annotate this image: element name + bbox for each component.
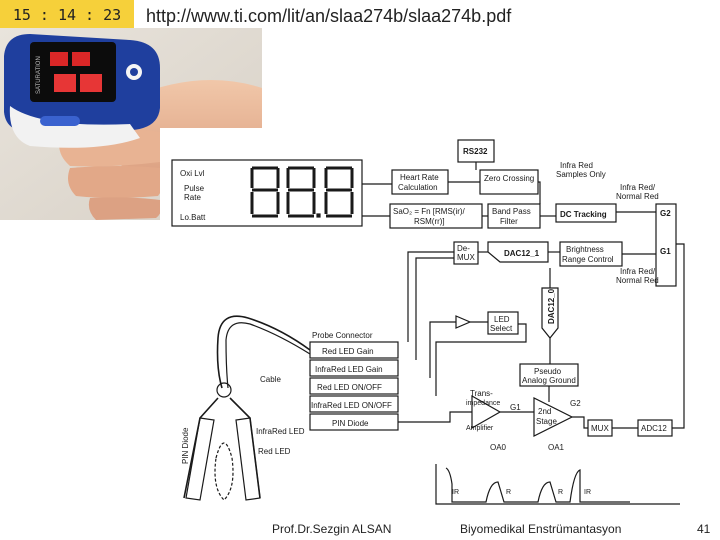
pulse-oximeter-photo: SATURATION <box>0 28 262 220</box>
red-led-onoff-label: Red LED ON/OFF <box>317 383 382 392</box>
led-select-block <box>487 311 519 335</box>
display-ox-lvl: Oxi Lvl <box>180 169 205 178</box>
pseudo-label-2: Analog Ground <box>522 376 576 385</box>
wave-ir-1: IR <box>452 489 459 496</box>
dc-tracking-label: DC Tracking <box>560 210 607 219</box>
device-label: SATURATION <box>36 56 42 94</box>
tia-label-3: Amplifier <box>466 425 494 432</box>
wave-r-1: R <box>506 489 511 496</box>
pin-diode-label: PIN Diode <box>332 419 369 428</box>
led-select-label-2: Select <box>490 324 513 333</box>
source-url[interactable]: http://www.ti.com/lit/an/slaa274b/slaa27… <box>146 6 512 26</box>
sao2-label-2: RSM(rr)] <box>414 217 445 226</box>
infrared-led-label: InfraRed LED <box>256 427 305 436</box>
footer-page-number: 41 <box>697 522 711 536</box>
pulse-oximeter-block-diagram: Oxi Lvl Pulse Rate Lo.Batt RS232 Heart R… <box>160 128 700 520</box>
display-rate: Rate <box>184 193 201 202</box>
brightness-label-2: Range Control <box>562 255 614 264</box>
red-led-gain-label: Red LED Gain <box>322 347 374 356</box>
demux-label-1: De- <box>457 244 470 253</box>
dac12-0-label: DAC12_0 <box>547 288 556 324</box>
brightness-label-1: Brightness <box>566 245 604 254</box>
wave-ir-2: IR <box>584 489 591 496</box>
seven-segment-digits <box>250 166 354 218</box>
adc12-label: ADC12 <box>641 424 667 433</box>
display-pulse: Pulse <box>184 184 205 193</box>
irr-bot-label-1: Infra Red/ <box>620 267 656 276</box>
dac12-1-label: DAC12_1 <box>504 249 540 258</box>
footer-course: Biyomedikal Enstrümantasyon <box>460 522 622 536</box>
mux-label: MUX <box>591 424 609 433</box>
stage2-label-1: 2nd <box>538 407 551 416</box>
bpf-label-2: Filter <box>500 217 518 226</box>
display-lobatt: Lo.Batt <box>180 213 206 222</box>
dac12-0-block <box>541 287 559 339</box>
irr-top-label-1: Infra Red/ <box>620 183 656 192</box>
ir-led-gain-label: InfraRed LED Gain <box>315 365 383 374</box>
g2-right-label: G2 <box>660 209 671 218</box>
rs232-label: RS232 <box>463 147 488 156</box>
demux-label-2: MUX <box>457 253 475 262</box>
hr-calc-label-1: Heart Rate <box>400 173 439 182</box>
irr-top-label-2: Normal Red <box>616 192 659 201</box>
tia-label-1: Trans- <box>470 389 493 398</box>
g2-amp-label: G2 <box>570 399 581 408</box>
tia-label-2: impedance <box>466 400 500 407</box>
stage2-label-2: Stage <box>536 417 557 426</box>
irr-bot-label-2: Normal Red <box>616 276 659 285</box>
lcd-display <box>171 159 363 227</box>
gain-selector-block <box>655 203 677 287</box>
led-select-label-1: LED <box>494 315 510 324</box>
pin-diode-vert-label: PIN Diode <box>181 427 190 464</box>
red-led-label: Red LED <box>258 447 291 456</box>
oa0-label: OA0 <box>490 443 507 452</box>
g1-amp-label: G1 <box>510 403 521 412</box>
dc-tracking-block <box>555 203 617 223</box>
hr-calc-label-2: Calculation <box>398 183 438 192</box>
g1-right-label: G1 <box>660 247 671 256</box>
ir-samples-label-1: Infra Red <box>560 161 593 170</box>
pseudo-label-1: Pseudo <box>534 367 562 376</box>
demux-block <box>453 241 479 265</box>
ir-led-onoff-label: InfraRed LED ON/OFF <box>311 401 392 410</box>
sao2-label-1: SaO₂ = Fn [RMS(ir)/ <box>393 207 466 216</box>
bpf-label-1: Band Pass <box>492 207 531 216</box>
cable-label: Cable <box>260 375 281 384</box>
second-stage-amplifier <box>533 397 574 437</box>
probe-connector-label: Probe Connector <box>312 331 373 340</box>
ir-samples-label-2: Samples Only <box>556 170 606 179</box>
oa1-label: OA1 <box>548 443 565 452</box>
wave-r-2: R <box>558 489 563 496</box>
zero-crossing-label: Zero Crossing <box>484 174 534 183</box>
footer-author: Prof.Dr.Sezgin ALSAN <box>272 522 392 536</box>
